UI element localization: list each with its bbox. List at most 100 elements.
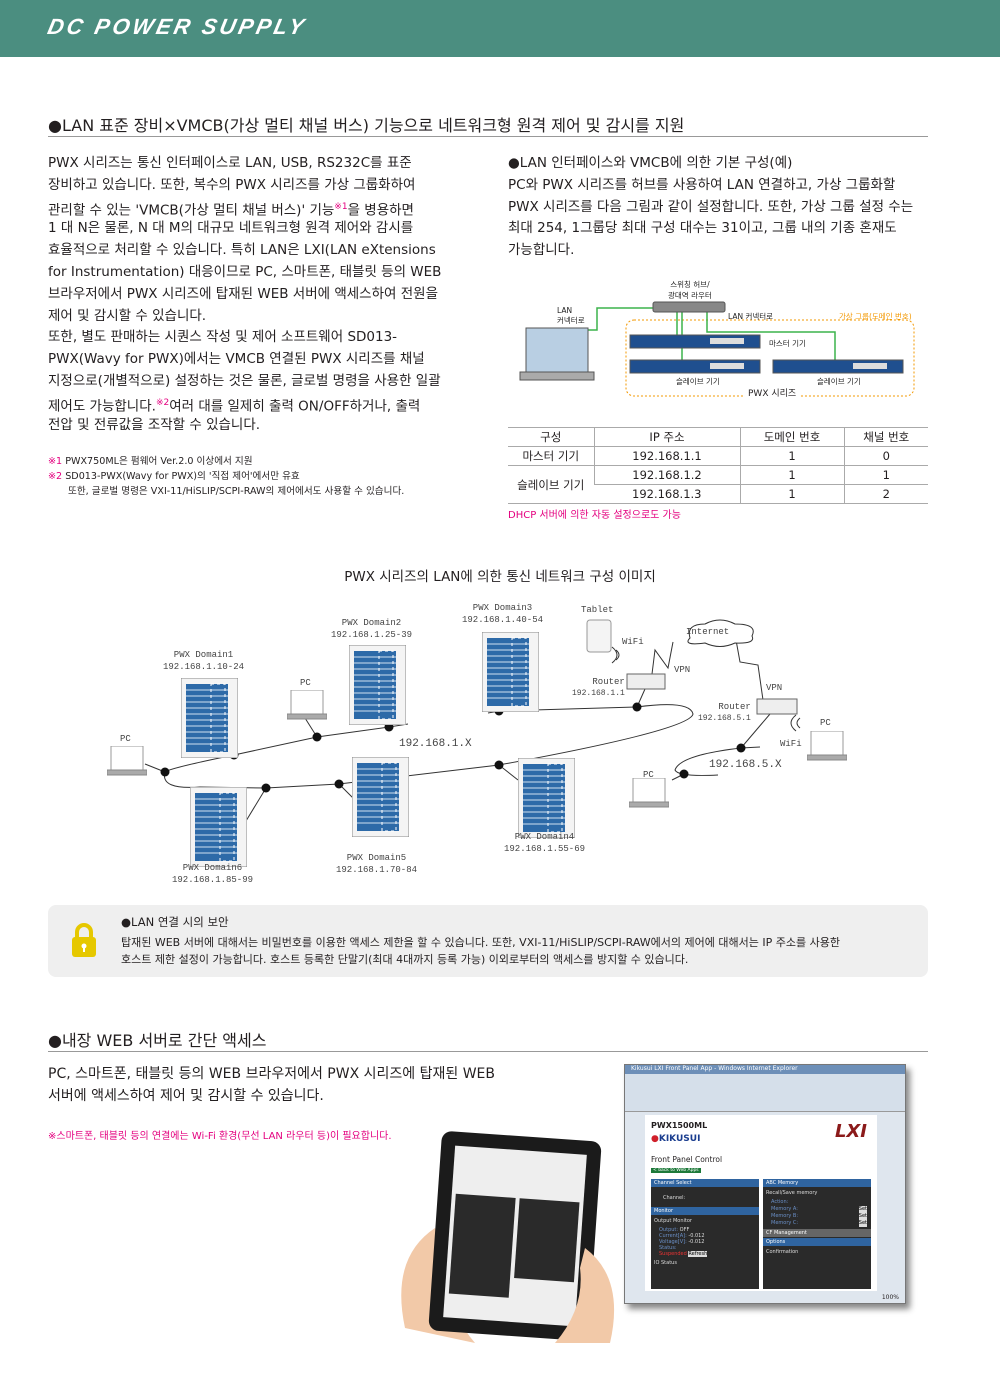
brand: KIKUSUI — [658, 1134, 701, 1144]
slave-label: 슬레이브 기기 — [817, 377, 861, 386]
network-title: PWX 시리즈의 LAN에 의한 통신 네트워크 구성 이미지 — [344, 569, 656, 585]
text-line: PC, 스마트폰, 태블릿 등의 WEB 브라우저에서 PWX 시리즈에 탑재된… — [48, 1066, 495, 1082]
label: Memory C: — [771, 1220, 799, 1226]
text-line: 브라우저에서 PWX 시리즈에 탑재된 WEB 서버에 액세스하여 전원을 — [48, 285, 438, 302]
lan-cable — [706, 308, 836, 365]
label: LAN — [557, 306, 573, 315]
rack-domain2-icon — [349, 645, 406, 725]
label: Voltage[V]: — [659, 1239, 687, 1245]
master-unit-icon — [629, 334, 761, 349]
internet-cloud-icon — [687, 619, 754, 647]
router-icon — [626, 673, 666, 690]
text-line: PWX(Wavy for PWX)에서는 VMCB 연결된 PWX 시리즈를 채… — [48, 351, 425, 368]
pc-label: PC — [820, 718, 831, 728]
slave-label: 슬레이브 기기 — [676, 377, 720, 386]
right-panel: ABC Memory Recall/Save memory Action: Me… — [763, 1179, 871, 1289]
model-name: PWX1500ML — [651, 1121, 708, 1130]
monitor-values: Output: OFF Current[A]: -0.012 Voltage[V… — [651, 1227, 759, 1257]
confirmation: Confirmation — [766, 1249, 799, 1255]
refresh-button[interactable]: Refresh — [688, 1251, 708, 1257]
series-label: PWX 시리즈 — [745, 386, 800, 399]
cell: 1 — [739, 465, 844, 485]
security-text: 탑재된 WEB 서버에 대해서는 비밀번호를 이용한 액세스 제한을 할 수 있… — [121, 936, 840, 949]
label: Status: — [659, 1245, 677, 1251]
divider — [48, 136, 928, 137]
section2-heading: ●내장 WEB 서버로 간단 액세스 — [48, 1031, 267, 1050]
abc-memory-header: ABC Memory — [763, 1179, 871, 1187]
dhcp-note: DHCP 서버에 의한 자동 설정으로도 가능 — [508, 510, 681, 521]
cell: 1 — [843, 465, 928, 485]
text-line: 제어도 가능합니다.※2여러 대를 일제히 출력 ON/OFF하거나, 출력 — [48, 393, 441, 415]
options[interactable]: Options — [763, 1238, 871, 1246]
text-line: 효율적으로 처리할 수 있습니다. 특히 LAN은 LXI(LAN eXtens… — [48, 242, 436, 259]
intro-paragraph: PWX 시리즈는 통신 인터페이스로 LAN, USB, RS232C를 표준 … — [48, 153, 441, 436]
pc-icon — [107, 746, 147, 776]
right-hand — [555, 1248, 615, 1343]
set-button[interactable]: Set — [858, 1206, 867, 1213]
footnote-mark: ※1 — [48, 456, 63, 467]
footnote-text: 또한, 글로벌 명령은 VXI-11/HiSLIP/SCPI-RAW의 제어에서… — [68, 486, 405, 497]
pc-icon — [807, 731, 847, 761]
set-button[interactable]: Set — [858, 1213, 867, 1220]
label: 192.168.1.10-24 — [163, 662, 245, 672]
monitor-header: Monitor — [651, 1207, 759, 1215]
footnote-text: SD013-PWX(Wavy for PWX)의 '직접 제어'에서만 유효 — [65, 471, 300, 482]
channel-label: Channel: — [663, 1195, 686, 1201]
text-segment: 관리할 수 있는 'VMCB(가상 멀티 채널 버스)' 기능 — [48, 202, 335, 219]
footnote-mark: ※2 — [48, 471, 63, 482]
label: 192.168.1.70-84 — [336, 865, 418, 875]
divider — [48, 1051, 928, 1052]
vpn-label: VPN — [766, 683, 783, 693]
basic-config-diagram — [519, 301, 915, 397]
security-box: ●LAN 연결 시의 보안 탑재된 WEB 서버에 대해서는 비밀번호를 이용한… — [48, 905, 928, 977]
back-button[interactable]: < back to Web Apps — [651, 1168, 701, 1173]
wifi-label: WiFi — [780, 739, 802, 749]
label: PWX Domain4 — [514, 832, 575, 842]
label: 192.168.1.25-39 — [331, 630, 413, 640]
web-page: PWX1500ML ●KIKUSUI LXI Front Panel Contr… — [645, 1115, 877, 1291]
laptop-icon — [519, 327, 595, 381]
output-monitor: Output Monitor — [654, 1218, 692, 1224]
rack-domain3-icon — [482, 632, 539, 712]
label: 192.168.5.1 — [698, 714, 751, 723]
vpn-label: VPN — [674, 665, 691, 675]
col-header: 도메인 번호 — [739, 427, 844, 447]
subnet2-label: 192.168.5.X — [709, 759, 782, 771]
io-status: IO Status — [654, 1260, 677, 1266]
master-label: 마스터 기기 — [769, 339, 806, 348]
wifi-note: ※스마트폰, 태블릿 등의 연결에는 Wi-Fi 환경(무선 LAN 라우터 등… — [48, 1131, 392, 1142]
web-paragraph: PC, 스마트폰, 태블릿 등의 WEB 브라우저에서 PWX 시리즈에 탑재된… — [48, 1064, 495, 1108]
rack-domain6-icon — [190, 787, 247, 867]
footnote-text: PWX750ML은 펌웨어 Ver.2.0 이상에서 지원 — [65, 456, 253, 467]
cell: 마스터 기기 — [508, 446, 594, 466]
hub-label: 스위칭 허브/광대역 라우터 — [668, 279, 712, 301]
col-header: 채널 번호 — [843, 427, 928, 447]
label: 192.168.1.85-99 — [172, 875, 254, 885]
value: -0.012 — [688, 1233, 705, 1239]
set-button[interactable]: Set — [858, 1220, 867, 1227]
text-line: 서버에 액세스하여 제어 및 감시할 수 있습니다. — [48, 1087, 324, 1104]
vpn-link-2 — [735, 639, 764, 701]
label: 커넥터로 — [557, 316, 585, 325]
label: Router — [592, 677, 625, 687]
pc-label: PC — [300, 678, 311, 688]
text-line: 장비하고 있습니다. 또한, 복수의 PWX 시리즈를 가상 그룹화하여 — [48, 176, 416, 193]
text-line: 관리할 수 있는 'VMCB(가상 멀티 채널 버스)' 기능※1을 병용하면 — [48, 197, 441, 219]
text-line: 가능합니다. — [508, 242, 575, 259]
label: Output: — [659, 1227, 679, 1233]
cell: 1 — [739, 446, 844, 466]
hub-icon — [652, 301, 726, 313]
slave-unit-icon — [629, 359, 761, 374]
cf-management[interactable]: CF Management — [763, 1229, 871, 1237]
value: OFF — [679, 1227, 690, 1233]
rack-domain5-icon — [352, 757, 409, 837]
